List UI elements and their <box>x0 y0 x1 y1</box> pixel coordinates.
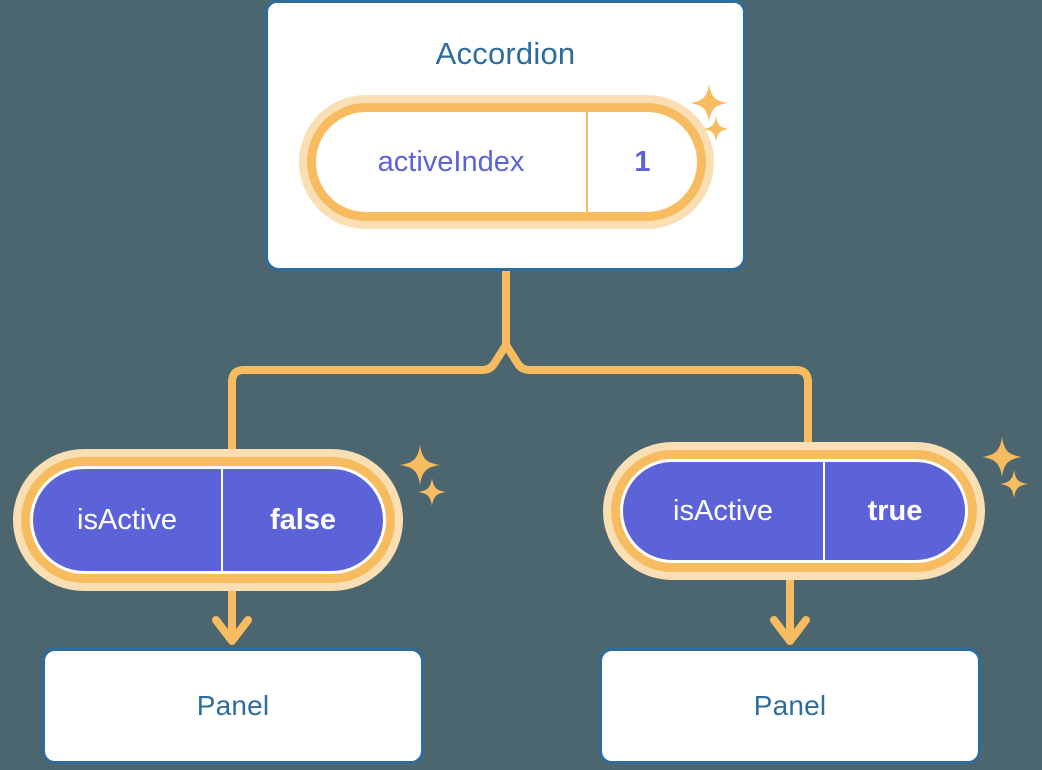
state-key-label: isActive <box>33 469 223 571</box>
state-key-label: activeIndex <box>316 112 588 212</box>
state-value-label: false <box>269 503 337 536</box>
sparkle-small-icon <box>1000 470 1028 498</box>
arrow-right-head <box>770 616 810 645</box>
connector-branch-left <box>228 341 510 474</box>
component-card-panel-left[interactable]: Panel <box>42 648 424 764</box>
state-pill-active-index[interactable]: activeIndex 1 <box>307 103 706 221</box>
sparkle-small-icon <box>418 478 446 506</box>
state-key-label: isActive <box>623 462 825 560</box>
panel-title: Panel <box>753 690 827 721</box>
state-pill-is-active-right[interactable]: isActive true <box>620 459 968 563</box>
sparkle-icon <box>400 445 440 485</box>
page-title: Accordion <box>435 36 576 71</box>
state-value-label: 1 <box>634 145 651 178</box>
connector-branch-right <box>502 341 812 467</box>
arrow-left-head <box>212 616 252 645</box>
state-pill-is-active-left[interactable]: isActive false <box>30 466 386 574</box>
sparkle-icon <box>982 437 1022 477</box>
state-value-label: true <box>867 494 923 527</box>
component-card-panel-right[interactable]: Panel <box>599 648 981 764</box>
panel-title: Panel <box>196 690 270 721</box>
